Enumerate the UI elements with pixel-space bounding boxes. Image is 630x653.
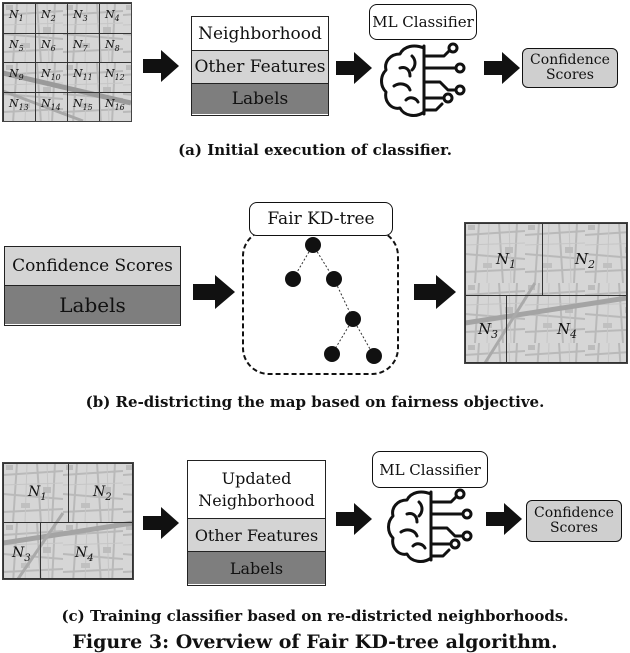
right-arrow-icon (336, 52, 372, 84)
right-arrow-icon (414, 275, 456, 309)
right-arrow-icon (486, 503, 522, 535)
grid-cell: N6 (35, 32, 68, 63)
ml-classifier-label-a: ML Classifier (369, 4, 477, 40)
output-line-2: Scores (549, 520, 598, 536)
brain-circuit-icon (387, 488, 473, 563)
region-n1: N1 (465, 223, 543, 296)
grid-cell-label: N6 (41, 37, 56, 53)
right-arrow-icon (484, 52, 520, 84)
stack-row-updated-neighborhood: Updated Neighborhood (188, 461, 325, 518)
grid-cell: N2 (35, 3, 68, 34)
grid-cell: N8 (99, 32, 131, 63)
redistricted-map-b: N1 N2 N3 N4 (464, 222, 628, 364)
confidence-scores-box-c: Confidence Scores (526, 500, 622, 542)
grid-cell: N4 (99, 3, 131, 34)
tree-node (285, 271, 301, 287)
output-line-2: Scores (545, 67, 594, 83)
region-n4: N4 (40, 522, 133, 579)
grid-cell: N9 (3, 62, 36, 93)
grid-cell-label: N15 (73, 96, 93, 112)
confidence-scores-box-a: Confidence Scores (522, 48, 618, 88)
grid-cell-label: N5 (9, 37, 24, 53)
stack-row-other-features: Other Features (192, 50, 328, 83)
grid-cell: N1 (3, 3, 36, 34)
region-label: N1 (28, 484, 47, 503)
tree-node (326, 271, 342, 287)
fair-kd-tree-label: Fair KD-tree (249, 202, 393, 236)
grid-cell: N7 (67, 32, 100, 63)
input-feature-stack-c: Updated Neighborhood Other Features Labe… (187, 460, 326, 586)
grid-cell: N14 (35, 91, 68, 121)
grid-cell-label: N9 (9, 67, 24, 83)
stack-row-labels: Labels (188, 551, 325, 584)
output-line-1: Confidence (530, 52, 610, 68)
tree-node (305, 237, 321, 253)
kd-tree-diagram (242, 229, 399, 375)
output-line-1: Confidence (534, 505, 614, 521)
caption-b: (b) Re-districting the map based on fair… (85, 393, 545, 411)
caption-c: (c) Training classifier based on re-dist… (61, 607, 569, 625)
tree-node (345, 311, 361, 327)
grid-cell: N3 (67, 3, 100, 34)
right-arrow-icon (143, 50, 179, 82)
grid-cell-label: N12 (105, 67, 125, 83)
ml-classifier-label-c: ML Classifier (372, 451, 488, 488)
region-label: N3 (478, 320, 498, 341)
stack-row-confidence-scores: Confidence Scores (5, 247, 180, 285)
grid-cell: N15 (67, 91, 100, 121)
region-n2: N2 (542, 223, 627, 296)
grid-cell-label: N4 (105, 8, 120, 24)
region-n3: N3 (3, 522, 41, 579)
input-feature-stack-a: Neighborhood Other Features Labels (191, 16, 329, 116)
region-n4: N4 (506, 295, 627, 363)
grid-cell-label: N11 (73, 67, 93, 83)
grid-cell: N10 (35, 62, 68, 93)
region-label: N4 (75, 545, 94, 564)
grid-cell: N5 (3, 32, 36, 63)
input-stack-b: Confidence Scores Labels (4, 246, 181, 326)
map-texture (465, 223, 627, 363)
stack-row-labels: Labels (5, 285, 180, 324)
grid-cell-label: N1 (9, 8, 24, 24)
region-label: N1 (496, 250, 516, 271)
region-label: N4 (557, 320, 577, 341)
grid-cell-label: N3 (73, 8, 88, 24)
region-n3: N3 (465, 295, 507, 363)
grid-cell-label: N10 (41, 67, 61, 83)
tree-node (366, 348, 382, 364)
grid-cell: N11 (67, 62, 100, 93)
region-label: N2 (575, 250, 595, 271)
right-arrow-icon (193, 275, 235, 309)
grid-cell-label: N14 (41, 96, 61, 112)
stack-line-2: Neighborhood (198, 490, 315, 510)
region-n2: N2 (68, 463, 133, 523)
tree-node (324, 346, 340, 362)
stack-row-labels: Labels (192, 83, 328, 114)
right-arrow-icon (336, 503, 372, 535)
region-n1: N1 (3, 463, 69, 523)
figure-title: Figure 3: Overview of Fair KD-tree algor… (72, 631, 558, 653)
brain-circuit-icon (380, 42, 466, 117)
grid-cell: N16 (99, 91, 131, 121)
grid-cell-label: N2 (41, 8, 56, 24)
grid-cell: N13 (3, 91, 36, 121)
stack-line-1: Updated (221, 468, 292, 488)
right-arrow-icon (143, 507, 179, 539)
region-label: N2 (93, 484, 112, 503)
grid-cell-label: N16 (105, 96, 125, 112)
stack-row-other-features: Other Features (188, 518, 325, 551)
grid-cell-label: N13 (9, 96, 29, 112)
caption-a: (a) Initial execution of classifier. (178, 141, 452, 159)
grid-cell-label: N8 (105, 37, 120, 53)
grid-cell: N12 (99, 62, 131, 93)
region-label: N3 (12, 545, 31, 564)
redistricted-map-c: N1 N2 N3 N4 (2, 462, 134, 580)
stack-row-neighborhood: Neighborhood (192, 17, 328, 50)
grid-cell-label: N7 (73, 37, 88, 53)
